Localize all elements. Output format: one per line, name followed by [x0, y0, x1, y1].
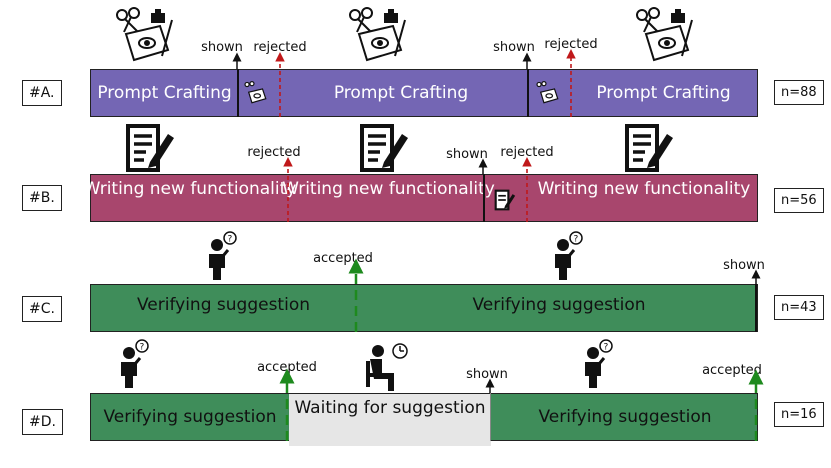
- row-b-event-rejected-2: rejected: [500, 145, 554, 160]
- row-a-event-shown-1: shown: [201, 40, 243, 55]
- row-b-event-rejected-1: rejected: [247, 145, 301, 160]
- crafting-tools-icon: [349, 7, 406, 62]
- row-a-shown-line-2: [527, 69, 529, 117]
- row-a-segment-3: Prompt Crafting: [596, 83, 731, 103]
- small-crafting-tools-icon: [536, 81, 559, 104]
- row-d-segment-1: Verifying suggestion: [103, 407, 277, 427]
- row-b-segment-3: Writing new functionality: [537, 179, 751, 199]
- row-a-segment-2: Prompt Crafting: [333, 83, 469, 103]
- svg-text:?: ?: [604, 343, 609, 353]
- crafting-tools-icon: [636, 7, 693, 62]
- row-d-event-shown: shown: [466, 367, 508, 382]
- row-a-event-rejected-1: rejected: [253, 40, 307, 55]
- row-c-bar: Verifying suggestion Verifying suggestio…: [90, 284, 758, 332]
- svg-text:?: ?: [140, 343, 145, 353]
- thinking-person-icon: ?: [555, 231, 583, 280]
- thinking-person-icon: ?: [209, 231, 237, 280]
- row-b-event-shown: shown: [446, 147, 488, 162]
- svg-text:?: ?: [228, 235, 233, 245]
- row-d-event-accepted-1: accepted: [257, 360, 317, 375]
- row-a-bar: Prompt Crafting Prompt Crafting Prompt C…: [90, 69, 758, 117]
- row-d-bar: Verifying suggestion Waiting for suggest…: [90, 393, 758, 446]
- row-b-label: #B.: [22, 185, 62, 211]
- row-a-event-shown-2: shown: [493, 40, 535, 55]
- row-c-label: #C.: [22, 296, 62, 322]
- row-c-count: n=43: [774, 295, 824, 320]
- row-b-bar: Writing new functionality Writing new fu…: [83, 174, 758, 222]
- row-b-segment-1: Writing new functionality: [83, 179, 297, 199]
- waiting-person-clock-icon: [366, 343, 408, 391]
- document-pencil-icon: [360, 124, 408, 172]
- thinking-person-icon: ?: [121, 339, 149, 388]
- row-b-segment-2: Writing new functionality: [282, 179, 495, 199]
- row-a-event-rejected-2: rejected: [544, 37, 598, 52]
- svg-text:?: ?: [574, 235, 579, 245]
- row-c-shown-line: [755, 284, 757, 332]
- row-c-segment-1: Verifying suggestion: [136, 295, 310, 315]
- row-c-event-shown: shown: [723, 258, 765, 273]
- document-pencil-icon: [625, 124, 673, 172]
- row-d-event-accepted-2: accepted: [702, 363, 762, 378]
- row-d-shown-line: [490, 393, 491, 441]
- row-a-label: #A.: [22, 80, 62, 106]
- row-b-count: n=56: [774, 188, 824, 213]
- row-d-count: n=16: [774, 402, 824, 427]
- row-c-segment-2: Verifying suggestion: [472, 295, 646, 315]
- row-d-segment-2: Waiting for suggestion: [289, 394, 491, 446]
- row-a-shown-line-1: [237, 69, 239, 117]
- small-crafting-tools-icon: [244, 81, 267, 104]
- thinking-person-icon: ?: [585, 339, 613, 388]
- row-a-segment-1: Prompt Crafting: [97, 83, 232, 103]
- row-b-shown-line: [483, 174, 485, 222]
- row-d-segment-3: Verifying suggestion: [538, 407, 712, 427]
- small-document-pencil-icon: [494, 189, 516, 211]
- crafting-tools-icon: [116, 7, 173, 62]
- row-a-count: n=88: [774, 80, 824, 105]
- row-d-label: #D.: [22, 409, 63, 435]
- document-pencil-icon: [126, 124, 174, 172]
